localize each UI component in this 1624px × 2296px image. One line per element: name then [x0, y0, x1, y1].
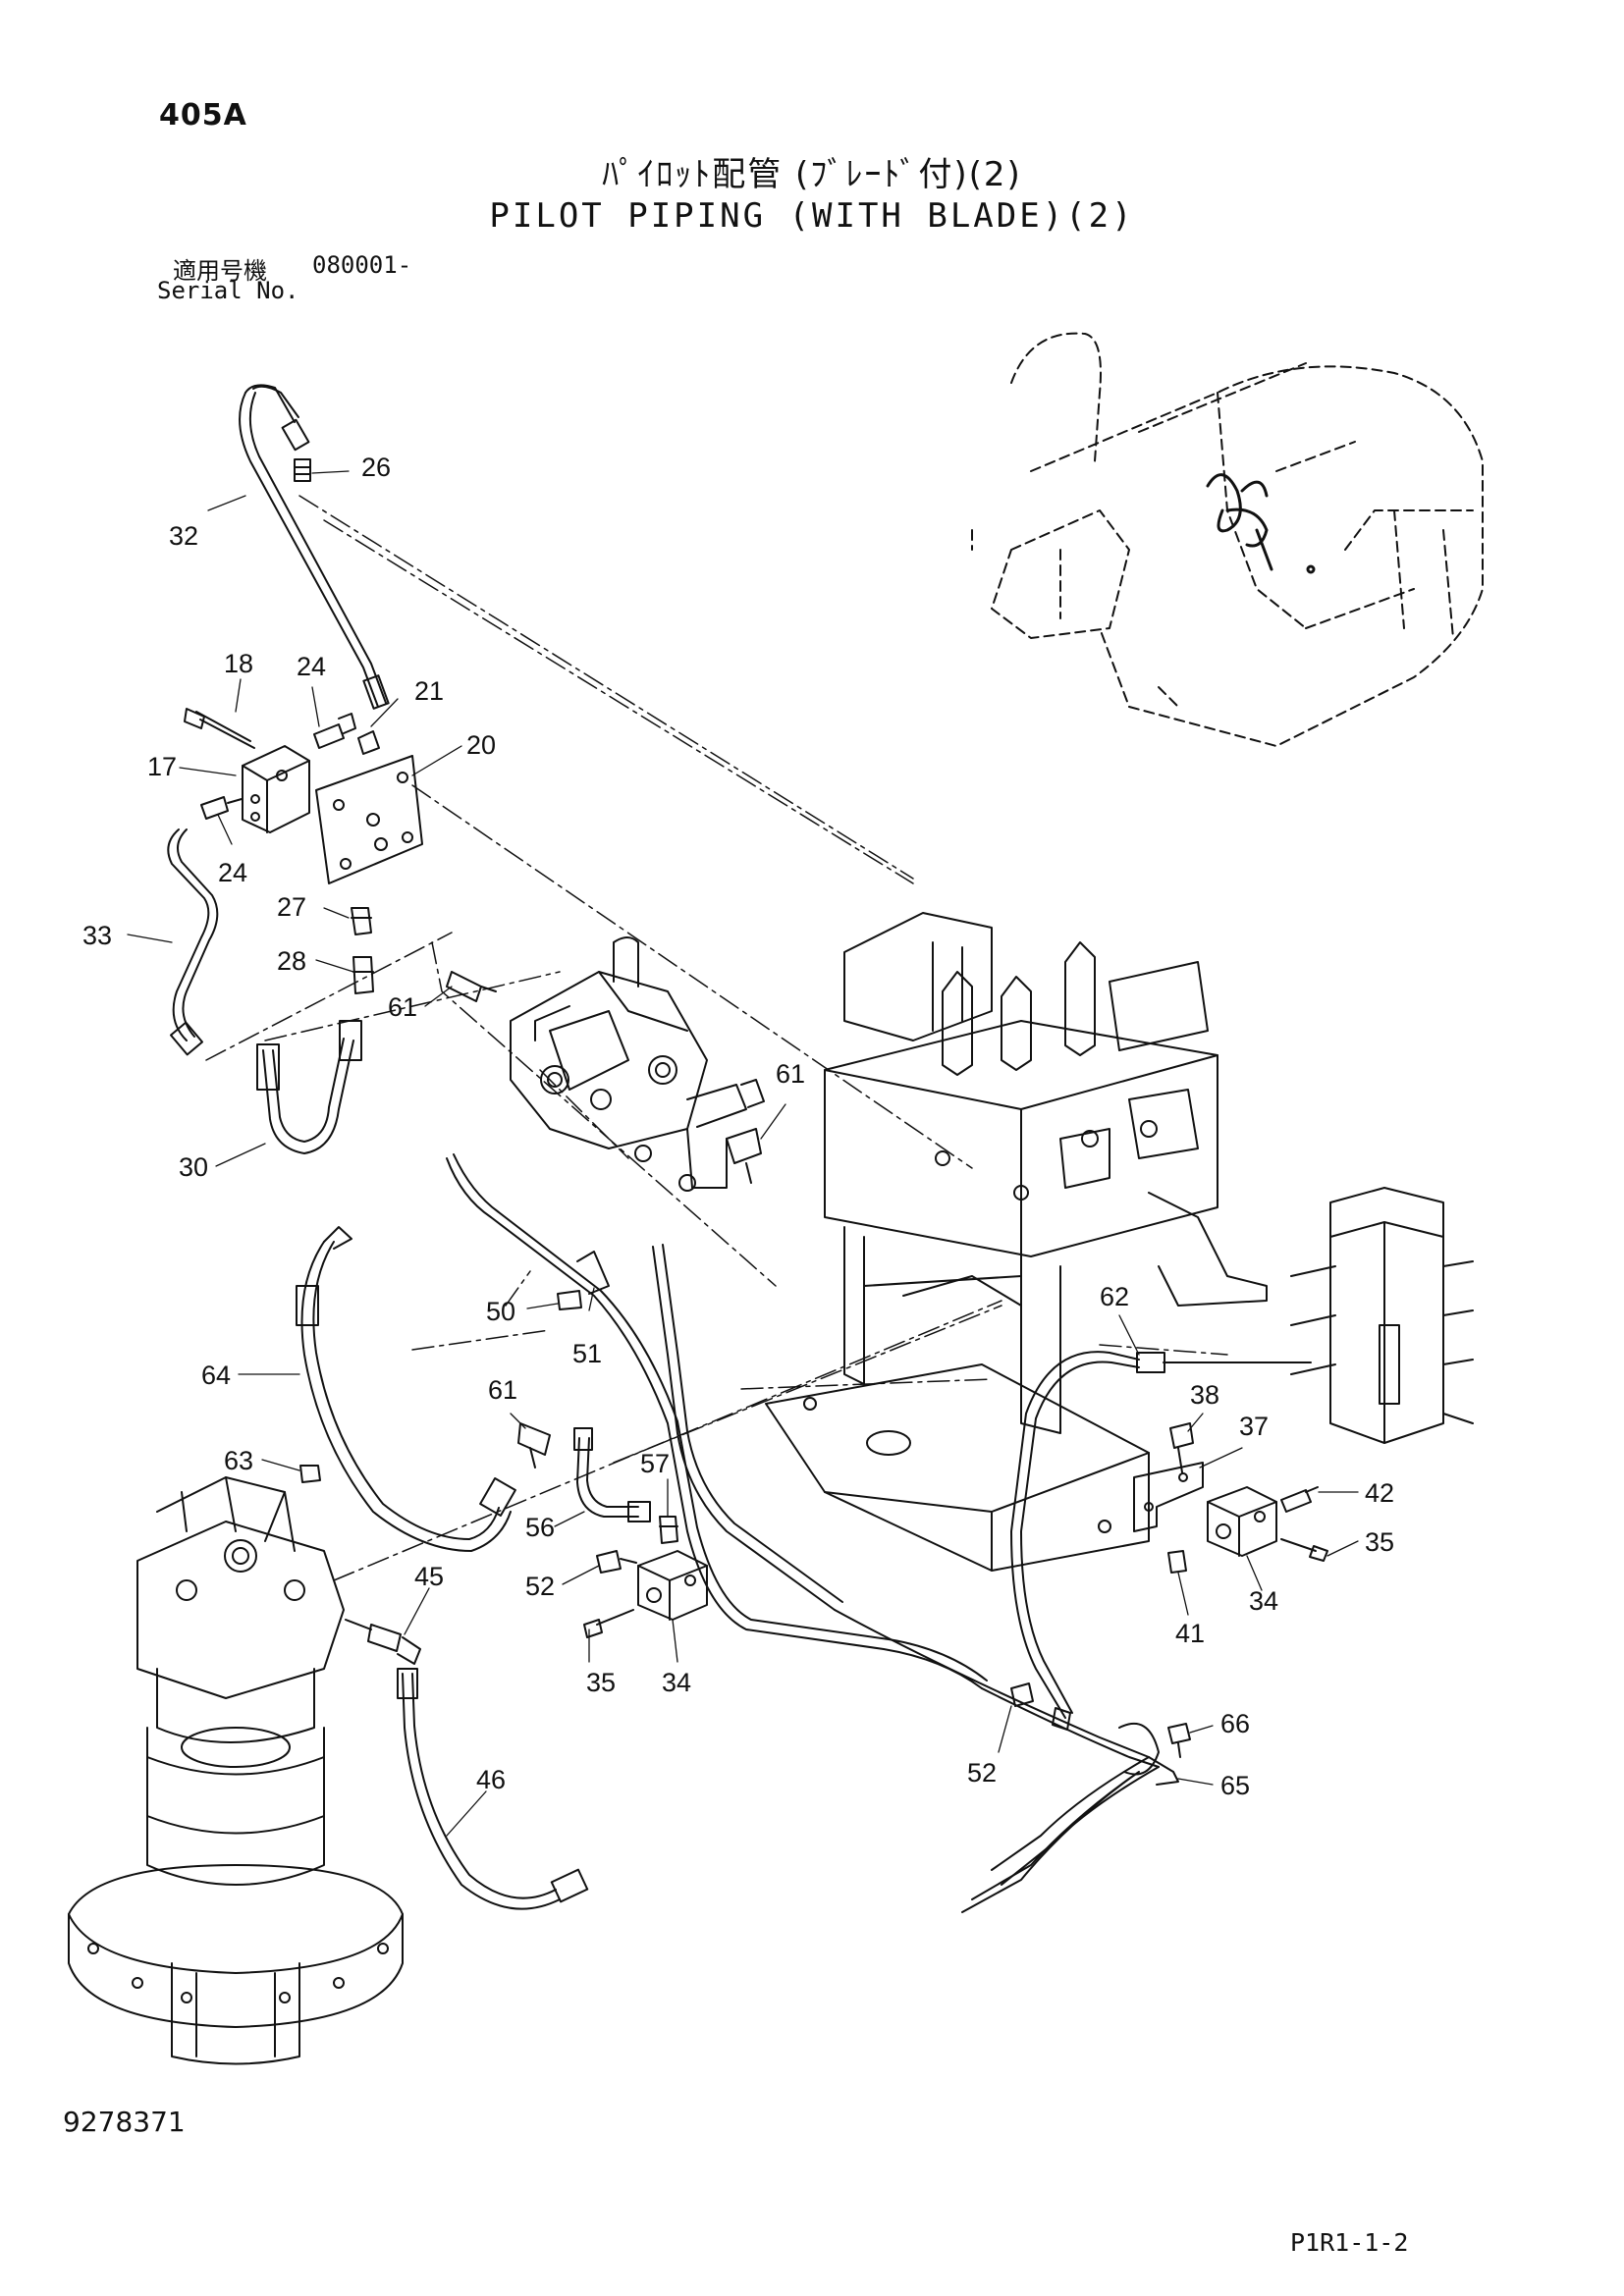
callout-numbers: 26 32 18 24 21 20 17 24 33 27 28 61 61 3… [82, 453, 1394, 1800]
fitting-61-right [726, 1128, 762, 1184]
callout-35-right: 35 [1365, 1527, 1394, 1557]
callout-34-right: 34 [1249, 1586, 1278, 1616]
callout-61-lower: 61 [488, 1375, 517, 1405]
callout-34-left: 34 [662, 1668, 691, 1697]
page-reference: P1R1-1-2 [1290, 2228, 1409, 2257]
hose-33 [167, 828, 219, 1056]
callout-63: 63 [224, 1446, 253, 1475]
callout-52-left: 52 [525, 1572, 555, 1601]
fitting-52-right [1010, 1682, 1071, 1731]
callout-18: 18 [224, 649, 253, 678]
callout-24-upper: 24 [297, 652, 326, 681]
diagram-code: 405A [159, 98, 247, 133]
bracket-51-bolt-50 [557, 1251, 610, 1310]
callout-37: 37 [1239, 1412, 1269, 1441]
excavator-overview-illustration [971, 332, 1484, 747]
callout-17: 17 [147, 752, 177, 781]
callout-28: 28 [277, 946, 306, 976]
callout-20: 20 [466, 730, 496, 760]
plate-20 [315, 755, 423, 884]
bolt-35-left [583, 1609, 634, 1638]
main-control-valve [824, 912, 1268, 1434]
callout-21: 21 [414, 676, 444, 706]
callout-66: 66 [1220, 1709, 1250, 1738]
swing-motor [68, 1476, 404, 2065]
block-17 [242, 745, 310, 833]
callout-64: 64 [201, 1361, 231, 1390]
bolt-38 [1169, 1422, 1194, 1473]
callout-56: 56 [525, 1513, 555, 1542]
callout-30: 30 [179, 1152, 208, 1182]
callout-50: 50 [486, 1297, 515, 1326]
serial-label-english: Serial No. [157, 277, 299, 304]
fitting-61-upper [446, 971, 497, 1002]
hose-center-long [446, 1153, 988, 1689]
fitting-26 [294, 458, 311, 482]
fitting-61-lower [517, 1422, 551, 1468]
serial-label-japanese: 適用号機 [173, 257, 267, 285]
fitting-41 [1167, 1550, 1187, 1574]
fitting-57 [659, 1516, 678, 1544]
fitting-42 [1280, 1486, 1319, 1513]
hose-30 [256, 1020, 362, 1154]
callout-45: 45 [414, 1562, 444, 1591]
callout-52-right: 52 [967, 1758, 997, 1788]
diagram-title-japanese: ﾊﾟｲﾛｯﾄ配管 (ﾌﾞﾚｰﾄﾞ付)(2) [602, 155, 1022, 194]
callout-27: 27 [277, 892, 306, 922]
block-34-right [1207, 1486, 1277, 1557]
callout-61-upper: 61 [388, 992, 417, 1022]
callout-61-right: 61 [776, 1059, 805, 1089]
bolt-18 [184, 708, 255, 749]
callout-35-left: 35 [586, 1668, 616, 1697]
callout-leaders [127, 470, 1359, 1837]
callout-24-lower: 24 [218, 858, 247, 887]
right-side-valve-block [1290, 1187, 1474, 1444]
callout-38: 38 [1190, 1380, 1219, 1410]
plug-63 [299, 1465, 321, 1483]
pipe-56 [573, 1427, 651, 1522]
callout-33: 33 [82, 921, 112, 950]
fitting-45 [345, 1619, 421, 1665]
mounting-base [765, 1363, 1150, 1572]
callout-46: 46 [476, 1765, 506, 1794]
hose-62 [1010, 1351, 1312, 1719]
callout-62: 62 [1100, 1282, 1129, 1311]
bolt-66 [1167, 1723, 1191, 1758]
hose-32 [239, 384, 390, 710]
callout-41: 41 [1175, 1619, 1205, 1648]
bolt-35-right [1280, 1538, 1328, 1562]
callout-32: 32 [169, 521, 198, 551]
callout-26: 26 [361, 453, 391, 482]
solenoid-valve-assembly [510, 936, 765, 1192]
block-34-left [637, 1550, 708, 1621]
fittings-24-21 [200, 713, 380, 820]
diagram-title-english: PILOT PIPING (WITH BLADE)(2) [489, 196, 1135, 236]
highlighted-piping-on-overview [1206, 473, 1316, 574]
callout-65: 65 [1220, 1771, 1250, 1800]
callout-57: 57 [640, 1449, 670, 1478]
hose-64 [296, 1226, 516, 1552]
document-number: 9278371 [63, 2106, 186, 2138]
hose-46 [397, 1668, 589, 1910]
fitting-52-left [596, 1550, 637, 1574]
callout-51: 51 [572, 1339, 602, 1368]
serial-number-value: 080001- [312, 251, 412, 279]
fittings-27-28 [351, 907, 374, 994]
bracket-37 [1133, 1462, 1204, 1532]
reference-leader-lines [205, 495, 1228, 1581]
hose-bundle-65 [834, 1609, 1179, 1913]
callout-42: 42 [1365, 1478, 1394, 1508]
